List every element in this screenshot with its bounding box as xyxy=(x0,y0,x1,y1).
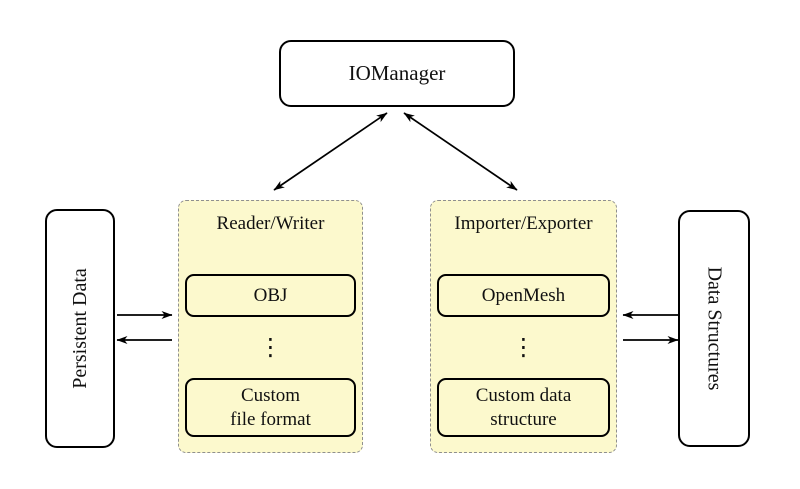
obj-label: OBJ xyxy=(253,284,288,306)
custom-file-format-line2: file format xyxy=(230,408,311,430)
custom-data-structure-line1: Custom data xyxy=(475,384,572,406)
openmesh-label: OpenMesh xyxy=(481,284,566,306)
ellipsis-importer-exporter: ⋮ xyxy=(511,333,536,361)
group-reader-writer: Reader/Writer OBJ ⋮ Custom file format xyxy=(178,200,363,453)
custom-file-format-line1: Custom xyxy=(240,384,301,406)
custom-data-structure-line2: structure xyxy=(490,408,557,430)
node-data-structures: Data Structures xyxy=(678,210,750,447)
arrow-iomanager-importer-exporter xyxy=(403,112,518,191)
group-reader-writer-title: Reader/Writer xyxy=(216,213,325,234)
node-iomanager: IOManager xyxy=(279,40,515,107)
data-structures-label: Data Structures xyxy=(703,266,726,391)
node-custom-file-format: Custom file format xyxy=(185,378,356,437)
arrow-iomanager-reader-writer xyxy=(273,112,388,191)
node-openmesh: OpenMesh xyxy=(437,274,610,317)
group-importer-exporter: Importer/Exporter OpenMesh ⋮ Custom data… xyxy=(430,200,617,453)
ellipsis-reader-writer: ⋮ xyxy=(258,333,283,361)
group-importer-exporter-title: Importer/Exporter xyxy=(454,213,593,234)
node-obj: OBJ xyxy=(185,274,356,317)
persistent-data-label: Persistent Data xyxy=(68,268,91,389)
node-custom-data-structure: Custom data structure xyxy=(437,378,610,437)
node-persistent-data: Persistent Data xyxy=(45,209,115,448)
iomanager-label: IOManager xyxy=(348,61,446,85)
